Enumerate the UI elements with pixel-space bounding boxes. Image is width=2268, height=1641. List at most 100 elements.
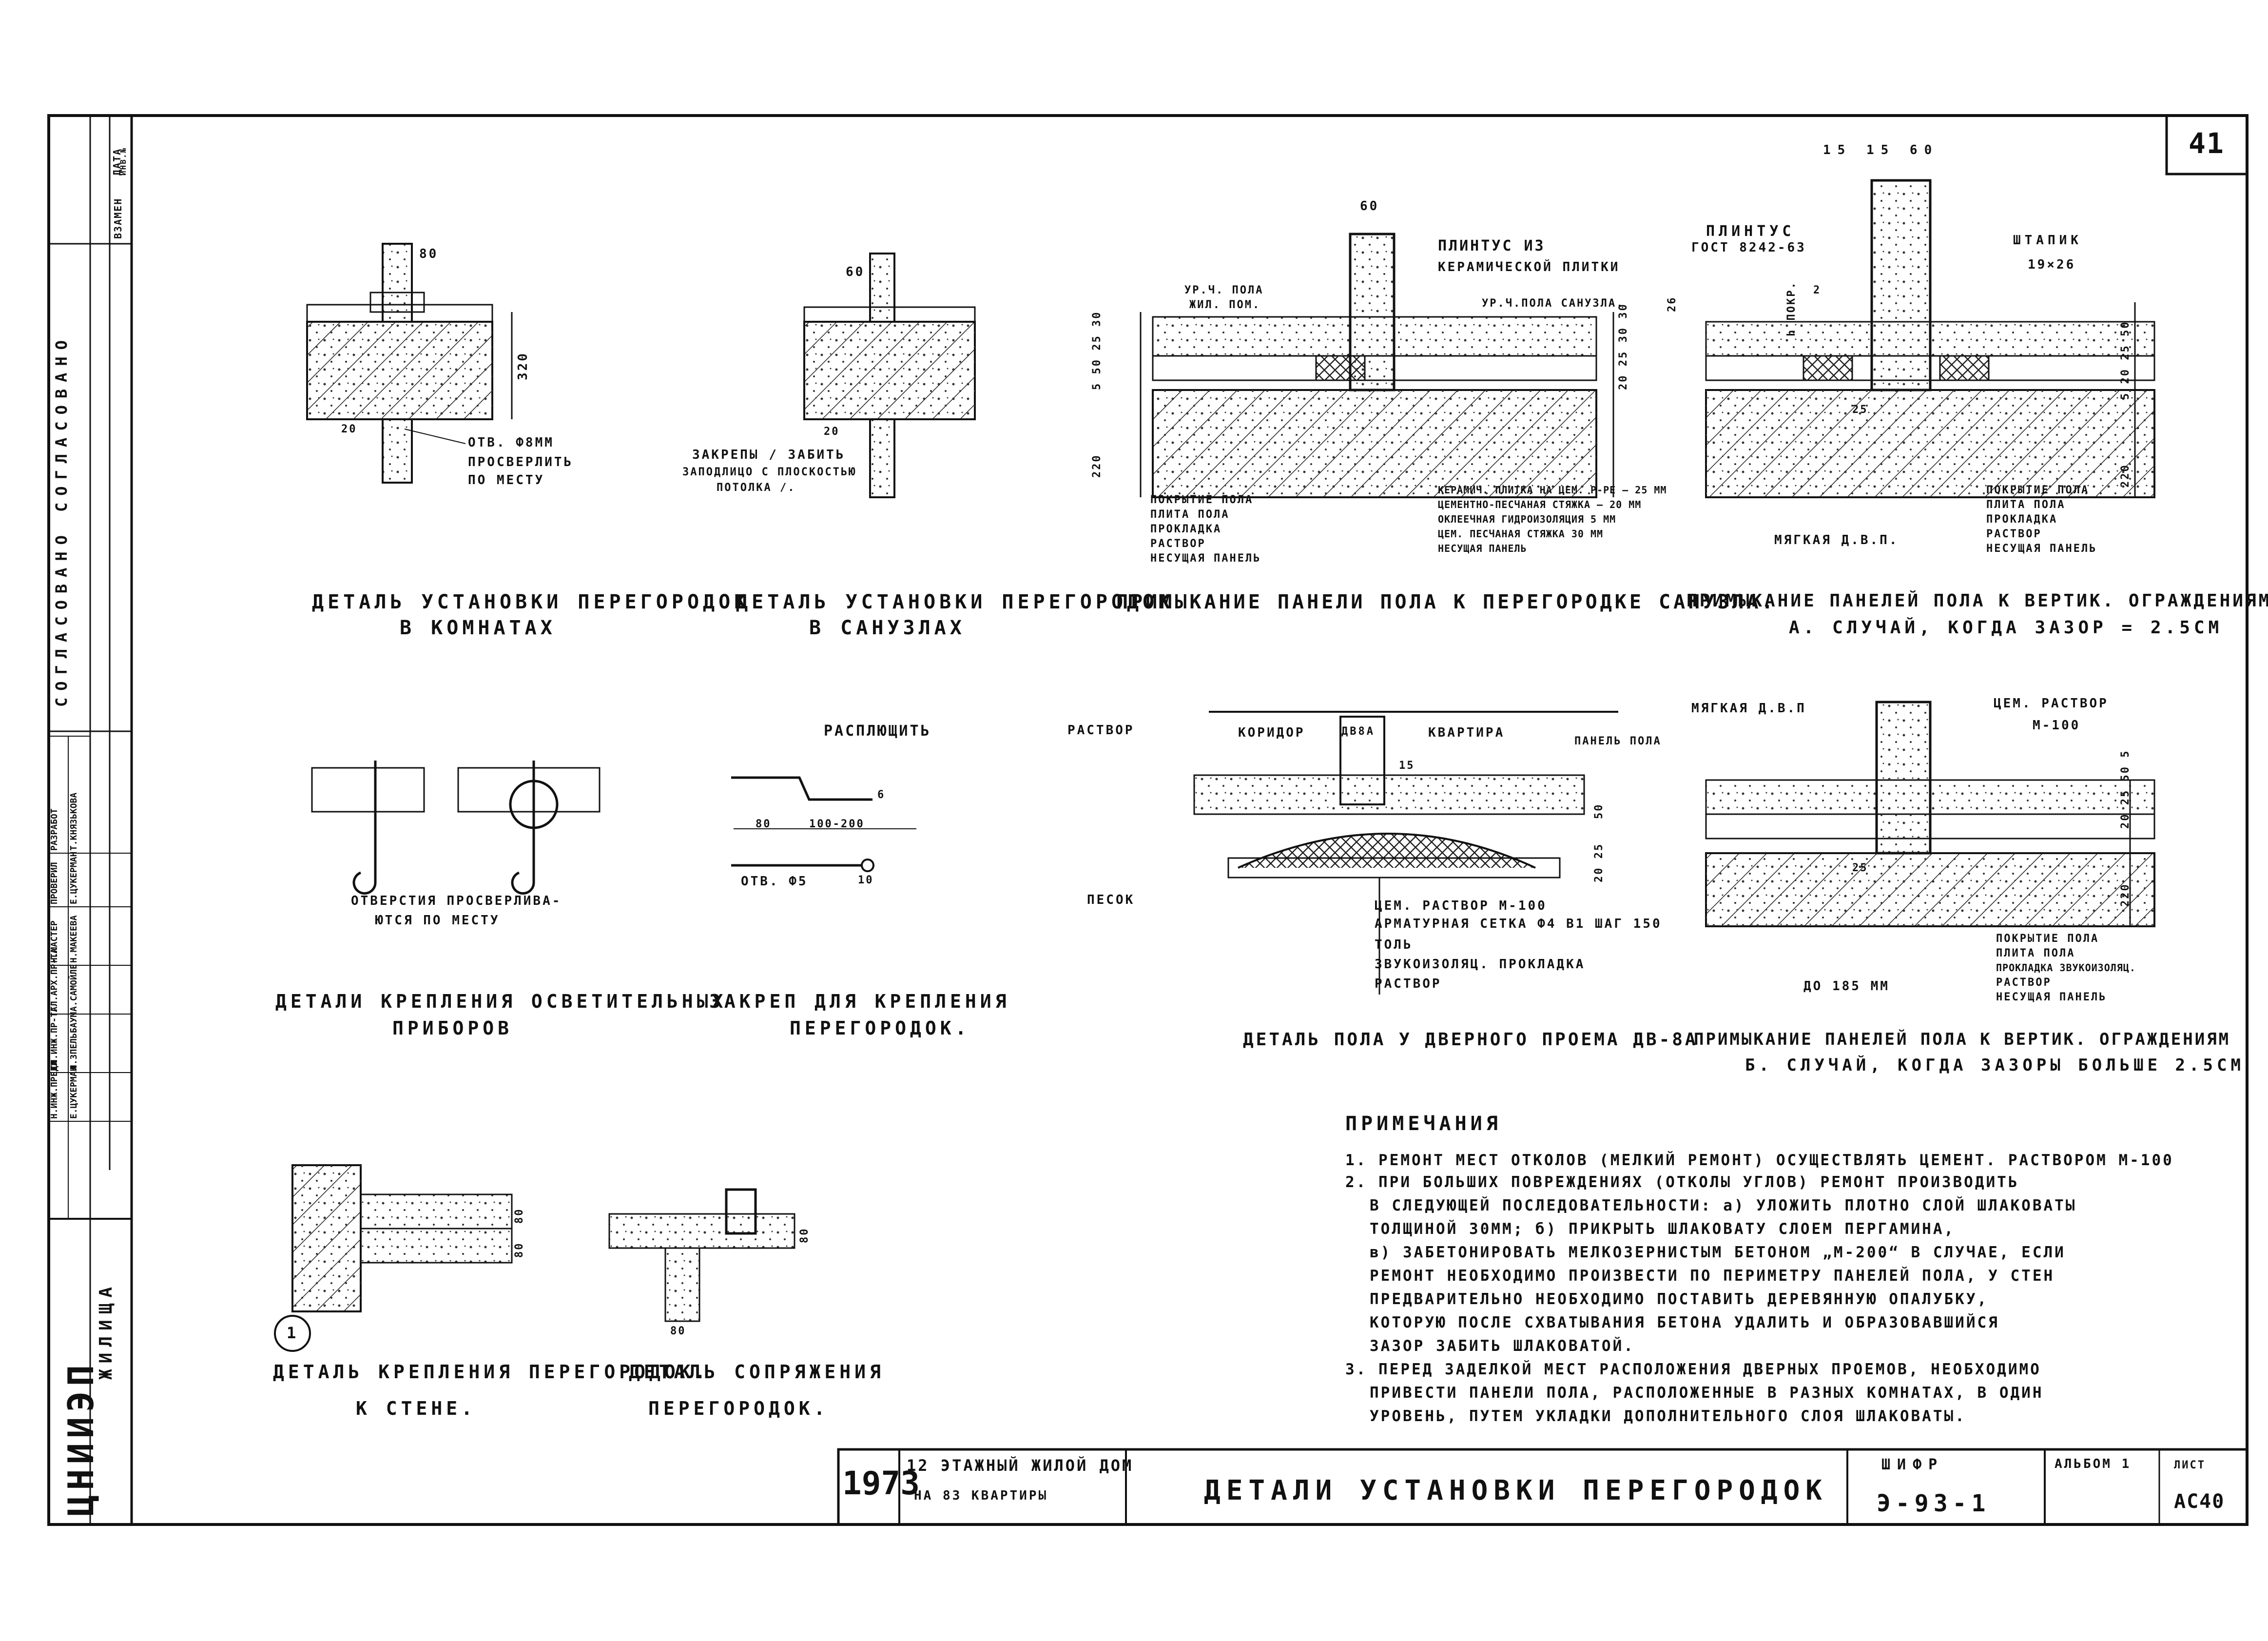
dim-label: 15 bbox=[1399, 760, 1415, 772]
detail-partition-clamp bbox=[731, 776, 916, 872]
detail-title: ПРИМЫКАНИЕ ПАНЕЛЕЙ ПОЛА К ВЕРТИК. ОГРАЖД… bbox=[1694, 1030, 2231, 1049]
detail-floor-door-opening bbox=[1193, 711, 1618, 995]
dim-label: 20 bbox=[341, 423, 357, 435]
legend-item: ПЛИТА ПОЛА bbox=[1996, 947, 2075, 959]
plinth-label: ПЛИНТУС bbox=[1706, 223, 1795, 240]
legend-item: РАСТВОР bbox=[1150, 538, 1206, 550]
corridor-label: КОРИДОР bbox=[1238, 725, 1305, 740]
agreed-label-bottom: СОГЛАСОВАНО bbox=[52, 528, 71, 707]
note-line: В СЛЕДУЮЩЕЙ ПОСЛЕДОВАТЕЛЬНОСТИ: а) УЛОЖИ… bbox=[1370, 1197, 2077, 1214]
dim-label: 20 bbox=[824, 426, 840, 438]
sheet-code: АС40 bbox=[2174, 1490, 2225, 1513]
dim-label: 100-200 bbox=[809, 818, 865, 830]
plinth-standard: ГОСТ 8242-63 bbox=[1691, 240, 1806, 255]
legend-item: ЦЕМ. ПЕСЧАНАЯ СТЯЖКА 30 ММ bbox=[1438, 528, 1604, 540]
dim-label: 320 bbox=[516, 352, 530, 380]
album-label: АЛЬБОМ 1 bbox=[2055, 1457, 2132, 1471]
legend-item: АРМАТУРНАЯ СЕТКА Ф4 В1 ШАГ 150 bbox=[1375, 917, 1662, 931]
detail-title: ПЕРЕГОРОДОК. bbox=[648, 1398, 829, 1419]
dim-stack: 5 50 25 30 bbox=[1091, 311, 1103, 390]
note-line: ТОЛЩИНОЙ 30ММ; б) ПРИКРЫТЬ ШЛАКОВАТУ СЛО… bbox=[1370, 1220, 1956, 1238]
soft-board-label: МЯГКАЯ Д.В.П bbox=[1691, 701, 1806, 716]
dim-label: 6 bbox=[877, 789, 886, 801]
note-line: РЕМОНТ НЕОБХОДИМО ПРОИЗВЕСТИ ПО ПЕРИМЕТР… bbox=[1370, 1267, 2055, 1285]
note-flush: ЗАПОДЛИЦО С ПЛОСКОСТЬЮ bbox=[682, 466, 857, 478]
legend-item: ЗВУКОИЗОЛЯЦ. ПРОКЛАДКА bbox=[1375, 957, 1586, 972]
section-marker bbox=[274, 1315, 311, 1352]
section-marker-label: 1 bbox=[287, 1324, 296, 1342]
dim-label: 80 bbox=[798, 1227, 811, 1244]
staff-role: ПРОВЕРИЛ bbox=[49, 862, 59, 904]
dim-stack: 20 25 30 30 bbox=[1617, 303, 1629, 390]
note-line: УРОВЕНЬ, ПУТЕМ УКЛАДКИ ДОПОЛНИТЕЛЬНОГО С… bbox=[1370, 1407, 1966, 1425]
detail-partition-bathrooms bbox=[803, 253, 976, 498]
dim-label: 80 bbox=[419, 247, 439, 261]
note-drill: ПРОСВЕРЛИТЬ bbox=[468, 455, 574, 469]
level-bathroom: УР.Ч.ПОЛА САНУЗЛА. bbox=[1482, 297, 1625, 310]
dim-label: 80 bbox=[670, 1325, 686, 1337]
legend-item: РАСТВОР bbox=[1986, 528, 2042, 540]
plinth-label: ПЛИНТУС ИЗ bbox=[1438, 237, 1546, 254]
dim-label: 25 bbox=[1852, 862, 1868, 874]
staff-name: Л.ЗПЕЛЬБАУМ bbox=[69, 1012, 79, 1070]
note-ceiling: ПОТОЛКА /. bbox=[717, 482, 796, 494]
project-name: 12 ЭТАЖНЫЙ ЖИЛОЙ ДОМ bbox=[907, 1456, 1134, 1475]
legend-item: ПРОКЛАДКА bbox=[1986, 513, 2058, 526]
level-room-sub: ЖИЛ. ПОМ. bbox=[1189, 299, 1261, 311]
note-line: 2. ПРИ БОЛЬШИХ ПОВРЕЖДЕНИЯХ (ОТКОЛЫ УГЛО… bbox=[1345, 1173, 2019, 1191]
detail-title: В КОМНАТАХ bbox=[400, 617, 556, 639]
dim-stack: 20 25 50 5 bbox=[2119, 749, 2132, 829]
detail-title: ЗАКРЕП ДЛЯ КРЕПЛЕНИЯ bbox=[709, 991, 1010, 1012]
notes-heading: ПРИМЕЧАНИЯ bbox=[1345, 1113, 1502, 1135]
cipher-label: ШИФР bbox=[1881, 1456, 1944, 1473]
staff-role: ГЛ.АРХ.ПР-ТА bbox=[49, 948, 59, 1012]
sheet-title: ДЕТАЛИ УСТАНОВКИ ПЕРЕГОРОДОК bbox=[1204, 1475, 1828, 1506]
dim-label: 10 bbox=[858, 874, 874, 886]
legend-item: ПОКРЫТИЕ ПОЛА bbox=[1996, 933, 2099, 945]
dim-label: 60 bbox=[846, 265, 865, 279]
dim-label: h ПОКР. bbox=[1785, 281, 1798, 336]
dim-label: 220 bbox=[2119, 883, 2132, 907]
sheet-label: ЛИСТ bbox=[2174, 1459, 2206, 1471]
note-line: КОТОРУЮ ПОСЛЕ СХВАТЫВАНИЯ БЕТОНА УДАЛИТЬ… bbox=[1370, 1314, 1999, 1331]
dim-label: 220 bbox=[1091, 454, 1103, 478]
legend-item: НЕСУЩАЯ ПАНЕЛЬ bbox=[1150, 552, 1261, 565]
note-line: ЗАЗОР ЗАБИТЬ ШЛАКОВАТОЙ. bbox=[1370, 1337, 1635, 1355]
apartment-label: КВАРТИРА bbox=[1428, 725, 1505, 740]
legend-item: ЦЕМ. РАСТВОР М-100 bbox=[1375, 899, 1547, 913]
detail-title: ДЕТАЛЬ КРЕПЛЕНИЯ ПЕРЕГОРОДОК. bbox=[273, 1361, 710, 1383]
legend-item: ПОКРЫТИЕ ПОЛА bbox=[1986, 484, 2090, 496]
detail-floor-vertical-case-a bbox=[1705, 179, 2155, 498]
detail-title: ПЕРЕГОРОДОК. bbox=[790, 1017, 970, 1039]
org-subtitle: ЖИЛИЩА bbox=[96, 1281, 116, 1380]
note-clamps: ЗАКРЕПЫ / ЗАБИТЬ bbox=[692, 448, 846, 462]
legend-item: ТОЛЬ bbox=[1375, 938, 1413, 952]
legend-item: ПЛИТА ПОЛА bbox=[1986, 499, 2066, 511]
note-line: 1. РЕМОНТ МЕСТ ОТКОЛОВ (МЕЛКИЙ РЕМОНТ) О… bbox=[1345, 1152, 2174, 1169]
detail-floor-vertical-case-b bbox=[1705, 701, 2155, 927]
note-line: ПРИВЕСТИ ПАНЕЛИ ПОЛА, РАСПОЛОЖЕННЫЕ В РА… bbox=[1370, 1384, 2044, 1402]
detail-floor-bathroom-junction bbox=[1140, 233, 1614, 498]
note-flatten: РАСПЛЮЩИТЬ bbox=[824, 723, 931, 740]
mortar-grade: М-100 bbox=[2033, 718, 2081, 733]
sheet-number: 41 bbox=[2189, 127, 2225, 160]
org-name: ЦНИИЭП bbox=[60, 1360, 101, 1516]
dim-label: 80 bbox=[756, 818, 772, 830]
detail-title: ДЕТАЛИ КРЕПЛЕНИЯ ОСВЕТИТЕЛЬНЫХ bbox=[275, 991, 727, 1012]
legend-item: ОКЛЕЕЧНАЯ ГИДРОИЗОЛЯЦИЯ 5 ММ bbox=[1438, 513, 1616, 525]
floor-panel-label: ПАНЕЛЬ ПОЛА bbox=[1574, 735, 1662, 747]
cipher-code: Э-93-1 bbox=[1877, 1490, 1991, 1517]
legend-item: НЕСУЩАЯ ПАНЕЛЬ bbox=[1996, 991, 2107, 1003]
mortar-label: ЦЕМ. РАСТВОР bbox=[1994, 696, 2109, 711]
detail-partition-junction bbox=[608, 1188, 795, 1322]
staff-role: Н.ИНЖ.ПРЕДЛ bbox=[49, 1060, 59, 1119]
level-room: УР.Ч. ПОЛА bbox=[1184, 284, 1264, 296]
legend-item: НЕСУЩАЯ ПАНЕЛЬ bbox=[1438, 543, 1527, 554]
dim-label: 2 bbox=[1813, 284, 1822, 296]
detail-title: ПРИМЫКАНИЕ ПАНЕЛЕЙ ПОЛА К ВЕРТИК. ОГРАЖД… bbox=[1686, 591, 2268, 611]
detail-partition-rooms bbox=[306, 243, 513, 484]
dim-stack: 20 25 bbox=[1593, 842, 1605, 882]
detail-title: ДЕТАЛЬ УСТАНОВКИ ПЕРЕГОРОДОК bbox=[736, 591, 1174, 613]
inv-label: ИНВ.№ bbox=[118, 147, 128, 176]
